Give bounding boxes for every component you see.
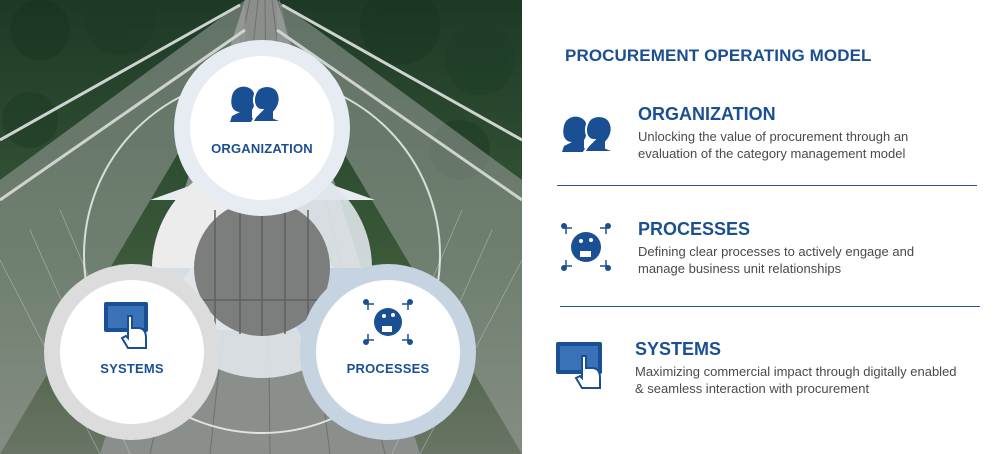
processes-circle bbox=[316, 280, 460, 424]
processes-heading: PROCESSES bbox=[638, 219, 751, 239]
organization-heading: ORGANIZATION bbox=[638, 104, 776, 124]
processes-diagram-label: PROCESSES bbox=[346, 361, 430, 376]
systems-diagram-label: SYSTEMS bbox=[100, 361, 164, 376]
bridge-photo: ORGANIZATION SYSTEMS PROCESSES bbox=[0, 0, 522, 454]
process-network-icon bbox=[561, 223, 611, 271]
systems-heading: SYSTEMS bbox=[635, 339, 722, 359]
divider bbox=[560, 306, 980, 307]
touch-screen-icon bbox=[104, 302, 148, 349]
systems-circle bbox=[60, 280, 204, 424]
organization-circle bbox=[190, 56, 334, 200]
organization-description: Unlocking the value of procurement throu… bbox=[638, 129, 909, 161]
touch-screen-icon bbox=[556, 342, 602, 389]
systems-description: Maximizing commercial impact through dig… bbox=[635, 364, 957, 396]
processes-description: Defining clear processes to actively eng… bbox=[638, 244, 915, 276]
organization-diagram-label: ORGANIZATION bbox=[211, 141, 313, 156]
divider bbox=[557, 185, 977, 186]
process-network-icon bbox=[363, 299, 413, 345]
people-icon bbox=[562, 115, 616, 153]
people-icon bbox=[230, 85, 285, 123]
page-title: PROCUREMENT OPERATING MODEL bbox=[565, 46, 872, 65]
